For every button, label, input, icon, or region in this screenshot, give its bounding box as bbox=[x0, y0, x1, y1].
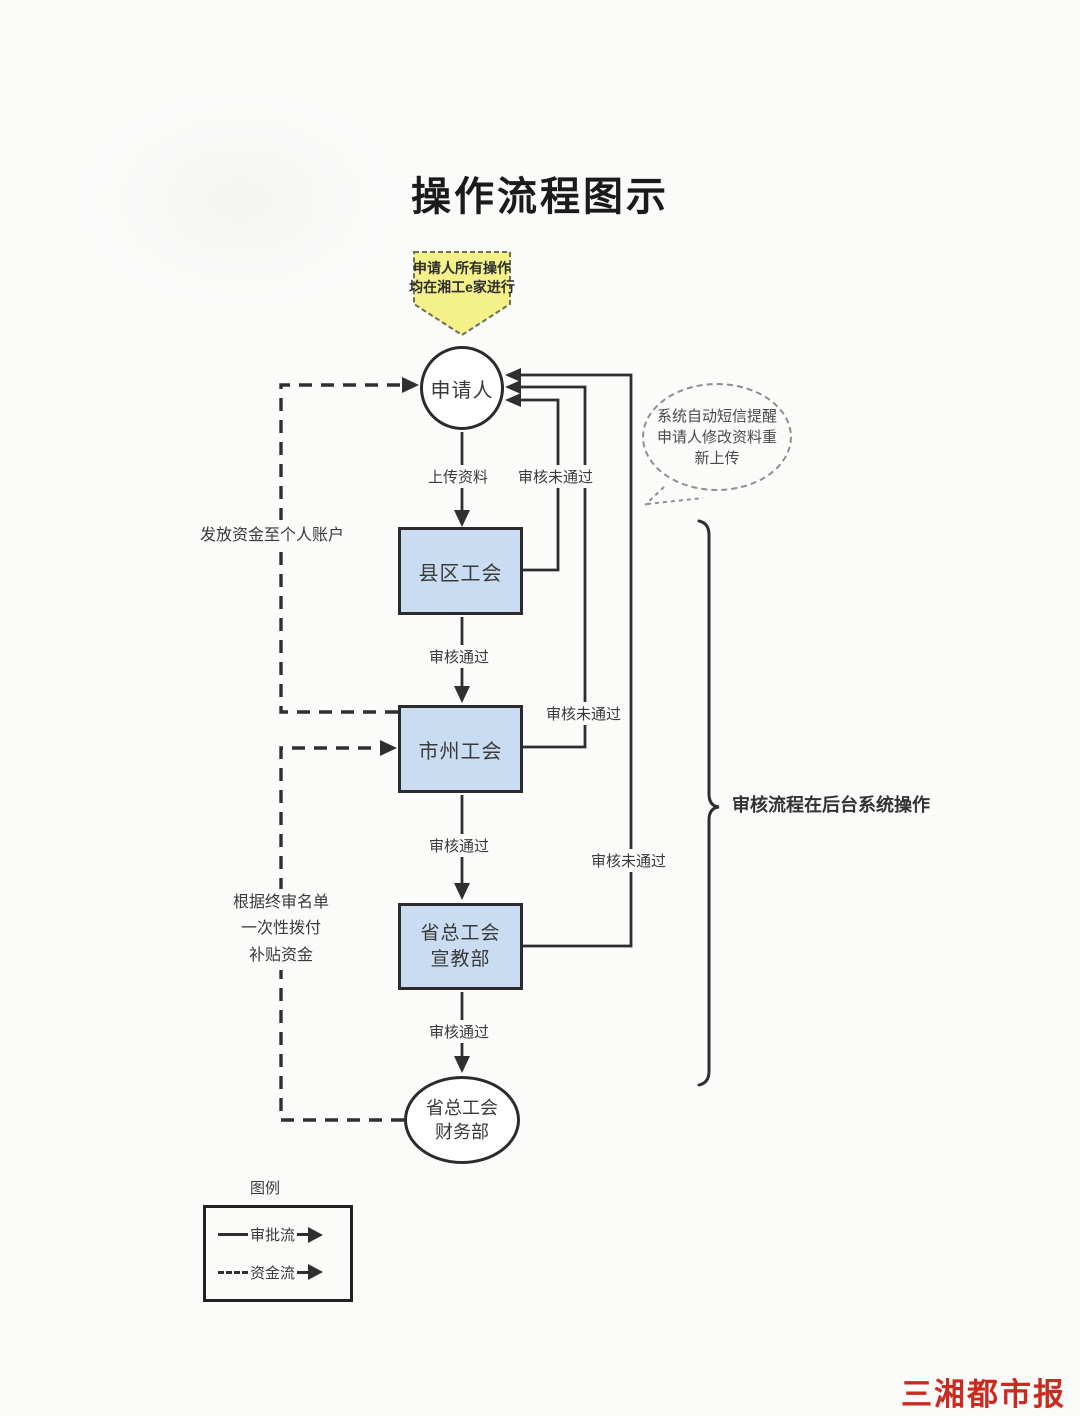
edge-fail-city-line bbox=[521, 385, 587, 749]
edge-label-fund-personal: 发放资金至个人账户 bbox=[197, 520, 348, 546]
edge-pass-prov-arrowhead bbox=[454, 1056, 470, 1073]
edge-label-fail-city: 审核未通过 bbox=[543, 702, 625, 725]
edge-fail-city-arrowhead bbox=[505, 380, 521, 394]
edge-label-fail-prov: 审核未通过 bbox=[588, 849, 670, 872]
node-city-union-label: 市州工会 bbox=[418, 740, 503, 763]
edge-label-pass-prov: 审核通过 bbox=[426, 1020, 493, 1043]
legend-item-approval-flow: 审批流 bbox=[218, 1224, 338, 1245]
edge-label-fund-allocate: 根据终审名单 一次性拨付 补贴资金 bbox=[210, 889, 352, 971]
edge-upload-arrowhead bbox=[454, 510, 470, 527]
legend-title: 图例 bbox=[250, 1180, 281, 1197]
brace-label: 审核流程在后台系统操作 bbox=[732, 791, 930, 817]
newspaper-logo: 三湘都市报 bbox=[901, 1377, 1066, 1412]
dashed-line-icon bbox=[218, 1270, 248, 1274]
banner-note: 申请人所有操作均在湘工e家进行 bbox=[409, 260, 515, 296]
edge-label-fail-county: 审核未通过 bbox=[515, 465, 597, 488]
node-applicant-label: 申请人 bbox=[430, 379, 494, 402]
node-prov-pub-edu-dept-label: 省总工会 宣教部 bbox=[420, 922, 501, 970]
legend-item-funds-flow: 资金流 bbox=[218, 1262, 338, 1283]
callout-tail-icon bbox=[646, 497, 704, 505]
edge-fail-county-arrowhead bbox=[505, 393, 521, 407]
node-applicant: 申请人 bbox=[420, 346, 504, 430]
edge-pass-county-arrowhead bbox=[454, 686, 470, 703]
legend-item-approval-flow-label: 审批流 bbox=[250, 1227, 296, 1245]
edge-fund-personal-arrowhead bbox=[402, 377, 419, 393]
edge-label-pass-city: 审核通过 bbox=[426, 834, 493, 857]
edge-pass-city-arrowhead bbox=[454, 883, 470, 900]
arrow-right-icon bbox=[297, 1264, 324, 1281]
edge-fund-personal-line bbox=[279, 383, 402, 714]
node-prov-pub-edu-dept: 省总工会 宣教部 bbox=[398, 903, 523, 990]
legend-item-funds-flow-label: 资金流 bbox=[250, 1264, 296, 1282]
legend-box: 审批流 资金流 bbox=[203, 1205, 353, 1302]
page-title: 操作流程图示 bbox=[411, 174, 669, 219]
node-county-union-label: 县区工会 bbox=[418, 562, 503, 585]
edge-fail-prov-arrowhead bbox=[505, 368, 521, 382]
edge-label-upload: 上传资料 bbox=[425, 465, 492, 488]
node-prov-finance-dept-label: 省总工会 财务部 bbox=[426, 1097, 498, 1142]
edge-fund-allocate-arrowhead bbox=[380, 740, 397, 756]
brace-shape bbox=[697, 519, 720, 1087]
node-city-union: 市州工会 bbox=[398, 705, 523, 793]
banner-shape bbox=[413, 251, 511, 337]
callout-tail-icon bbox=[644, 486, 665, 506]
arrow-right-icon bbox=[297, 1226, 324, 1243]
callout-sms-reminder: 系统自动短信提醒申请人修改资料重新上传 bbox=[642, 383, 792, 491]
callout-sms-reminder-text: 系统自动短信提醒申请人修改资料重新上传 bbox=[656, 407, 777, 467]
node-prov-finance-dept: 省总工会 财务部 bbox=[404, 1076, 520, 1164]
solid-line-icon bbox=[218, 1233, 248, 1237]
scan-smudge bbox=[80, 90, 400, 310]
edge-label-pass-county: 审核通过 bbox=[426, 645, 493, 668]
edge-fail-prov-line bbox=[521, 373, 633, 948]
node-county-union: 县区工会 bbox=[398, 527, 523, 615]
